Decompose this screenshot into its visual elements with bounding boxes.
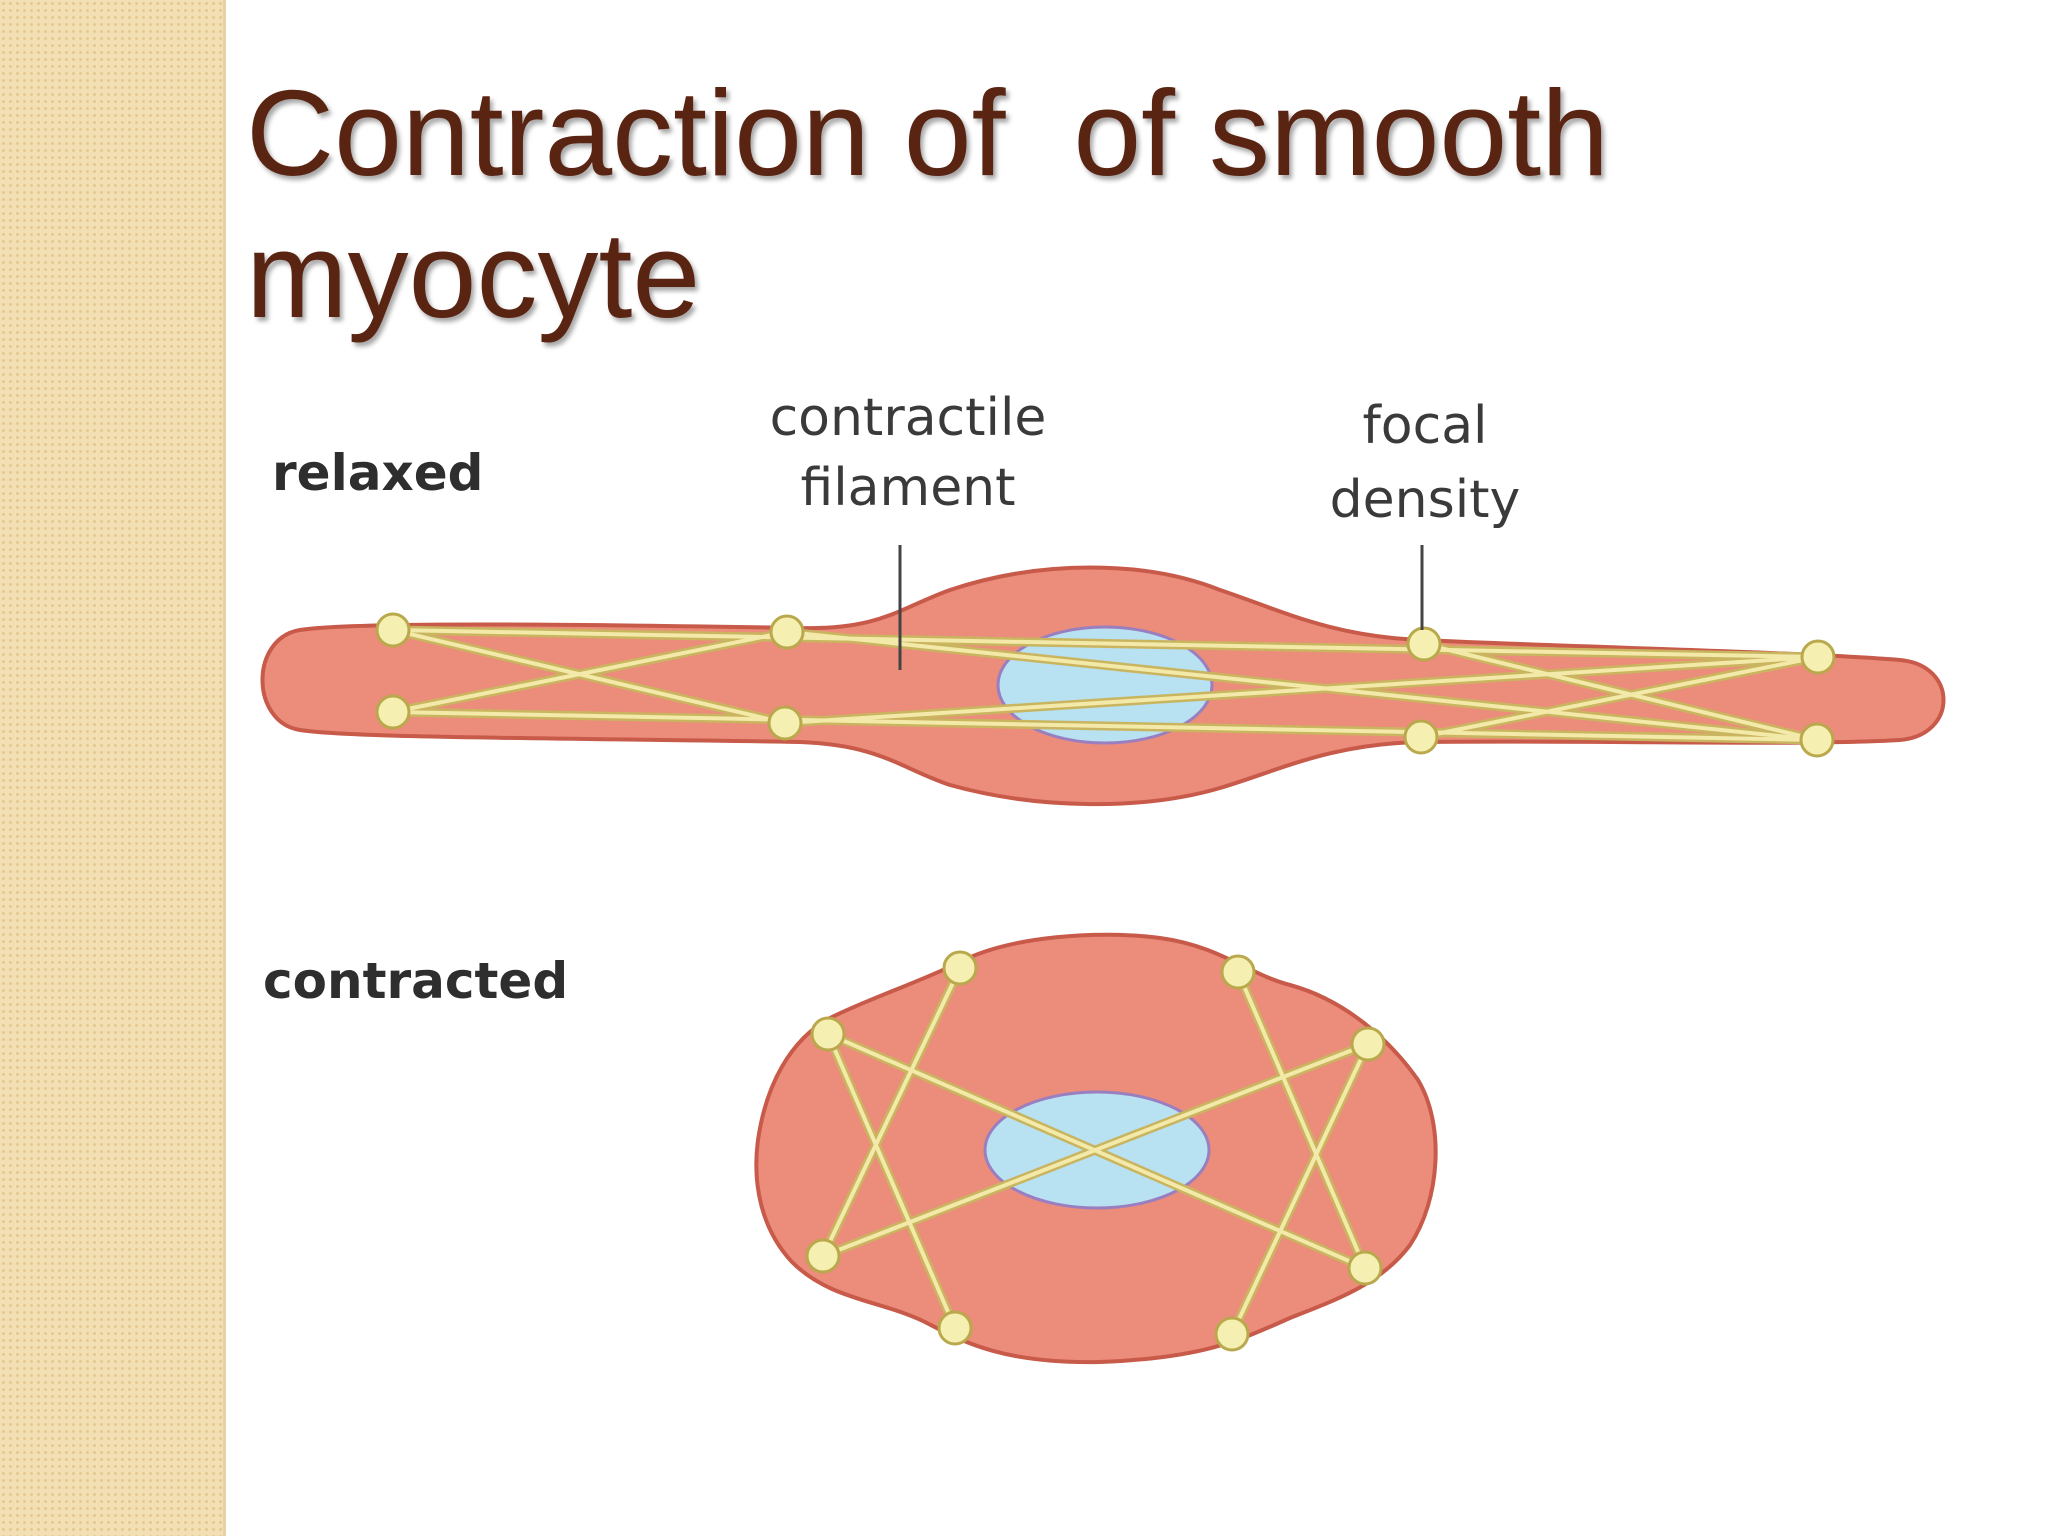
focal-density-label-line2: density <box>1330 470 1521 530</box>
decorative-side-band <box>0 0 226 1536</box>
relaxed-focal-densities <box>375 612 1836 758</box>
contracted-focal-densities <box>805 950 1386 1352</box>
focal-density-dot <box>1403 719 1439 755</box>
contractile-filament-label-line1: contractile <box>770 388 1047 448</box>
focal-density-dot <box>942 950 978 986</box>
focal-density-dot <box>937 1310 973 1346</box>
focal-density-dot <box>1350 1026 1386 1062</box>
focal-density-dot <box>810 1016 846 1052</box>
focal-density-dot <box>1800 639 1836 675</box>
focal-density-dot <box>769 614 805 650</box>
focal-density-dot <box>375 694 411 730</box>
focal-density-dot <box>1799 722 1835 758</box>
contracted-label: contracted <box>263 952 568 1010</box>
focal-density-dot <box>1347 1250 1383 1286</box>
focal-density-dot <box>1406 626 1442 662</box>
focal-density-dot <box>375 612 411 648</box>
slide-title: Contraction of of smooth myocyte <box>246 65 1610 343</box>
relaxed-label: relaxed <box>272 444 483 502</box>
focal-density-dot <box>1214 1316 1250 1352</box>
contracted-cell <box>754 932 1438 1365</box>
focal-density-dot <box>1220 954 1256 990</box>
relaxed-cell <box>260 545 1946 807</box>
contractile-filament-label-line2: filament <box>800 458 1015 518</box>
relaxed-filaments-core <box>391 628 1820 742</box>
contracted-filaments-core <box>821 966 1370 1336</box>
focal-density-dot <box>767 705 803 741</box>
focal-density-label-line1: focal <box>1362 396 1487 456</box>
focal-density-dot <box>805 1238 841 1274</box>
